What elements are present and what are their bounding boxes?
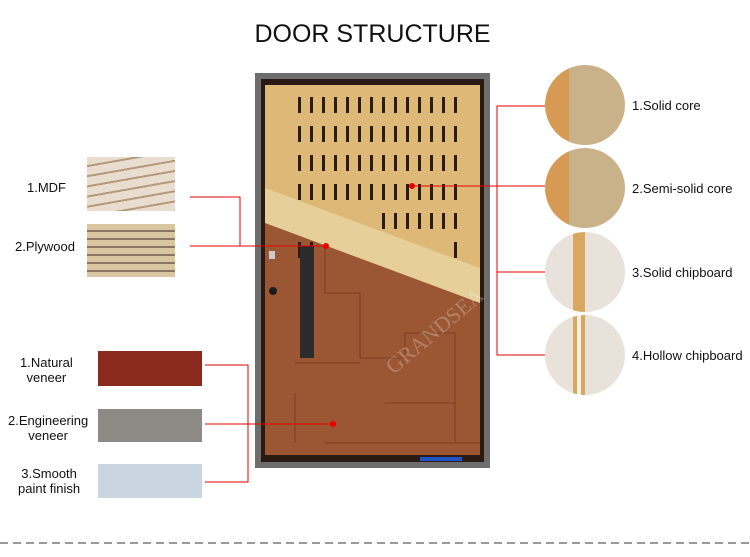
hollow-chipboard-image [545, 315, 625, 395]
vent-slot [346, 155, 349, 171]
vent-slot [418, 126, 421, 142]
vent-slot [454, 126, 457, 142]
vent-slot [442, 155, 445, 171]
vent-slot [430, 126, 433, 142]
semi-solid-core-label: 2.Semi-solid core [632, 181, 733, 196]
solid-core-label: 1.Solid core [632, 98, 701, 113]
vent-slot [382, 97, 385, 113]
vent-slot [346, 126, 349, 142]
vent-slot [394, 184, 397, 200]
solid-chipboard-label: 3.Solid chipboard [632, 265, 733, 280]
vent-slot [442, 184, 445, 200]
vent-slot [370, 126, 373, 142]
vent-slot [382, 184, 385, 200]
vent-slot [298, 155, 301, 171]
solid-core-image [545, 65, 625, 145]
vent-slot [370, 155, 373, 171]
vent-slot [442, 126, 445, 142]
vent-slot [394, 155, 397, 171]
vent-slot [418, 97, 421, 113]
vent-slot [358, 155, 361, 171]
vent-slot [370, 97, 373, 113]
vent-slot [394, 97, 397, 113]
vent-slot [310, 184, 313, 200]
vent-slot [358, 97, 361, 113]
vent-slot [310, 155, 313, 171]
vent-slot [358, 184, 361, 200]
vent-slot [430, 184, 433, 200]
vent-slot [382, 155, 385, 171]
vent-slot [406, 97, 409, 113]
vent-slot [298, 97, 301, 113]
vent-slot [322, 126, 325, 142]
vent-slot [298, 126, 301, 142]
hollow-chipboard-label: 4.Hollow chipboard [632, 348, 743, 363]
vent-slot [346, 184, 349, 200]
mdf-image [87, 157, 175, 211]
vent-slot [406, 213, 409, 229]
vent-slot [298, 242, 301, 258]
vent-slot [430, 97, 433, 113]
vent-slot [310, 97, 313, 113]
vent-slot [442, 213, 445, 229]
vent-slot [334, 184, 337, 200]
vent-slot [394, 126, 397, 142]
plywood-label: 2.Plywood [15, 239, 75, 254]
vent-slot [430, 213, 433, 229]
vent-slot [334, 126, 337, 142]
mdf-label: 1.MDF [27, 180, 66, 195]
vent-slot [406, 184, 409, 200]
page-title: DOOR STRUCTURE [254, 20, 491, 48]
door-image: GRANDSEA [255, 73, 490, 468]
vent-slot [454, 184, 457, 200]
natural-veneer-swatch [98, 351, 202, 386]
vent-slot [418, 184, 421, 200]
vent-slot [382, 213, 385, 229]
vent-slot [382, 126, 385, 142]
vent-slot [334, 97, 337, 113]
semi-solid-core-image [545, 148, 625, 228]
vent-slot [334, 155, 337, 171]
paint-finish-swatch [98, 464, 202, 498]
vent-slot [418, 213, 421, 229]
vent-slot [310, 126, 313, 142]
plywood-image [87, 224, 175, 277]
door-cutaway [265, 85, 480, 461]
vent-slot [418, 155, 421, 171]
vent-slot [430, 155, 433, 171]
vent-slot [370, 184, 373, 200]
vent-slot [322, 155, 325, 171]
vent-slot [322, 97, 325, 113]
vent-slot [406, 155, 409, 171]
vent-slot [442, 97, 445, 113]
vent-slot [298, 184, 301, 200]
solid-chipboard-image [545, 232, 625, 312]
vent-slot [346, 97, 349, 113]
vent-slot [454, 155, 457, 171]
vent-slot [454, 213, 457, 229]
engineering-veneer-swatch [98, 409, 202, 442]
vent-slot [322, 184, 325, 200]
vent-slot [454, 242, 457, 258]
vent-slot [394, 213, 397, 229]
vent-slot [454, 97, 457, 113]
vent-slot [406, 126, 409, 142]
vent-slot [358, 126, 361, 142]
